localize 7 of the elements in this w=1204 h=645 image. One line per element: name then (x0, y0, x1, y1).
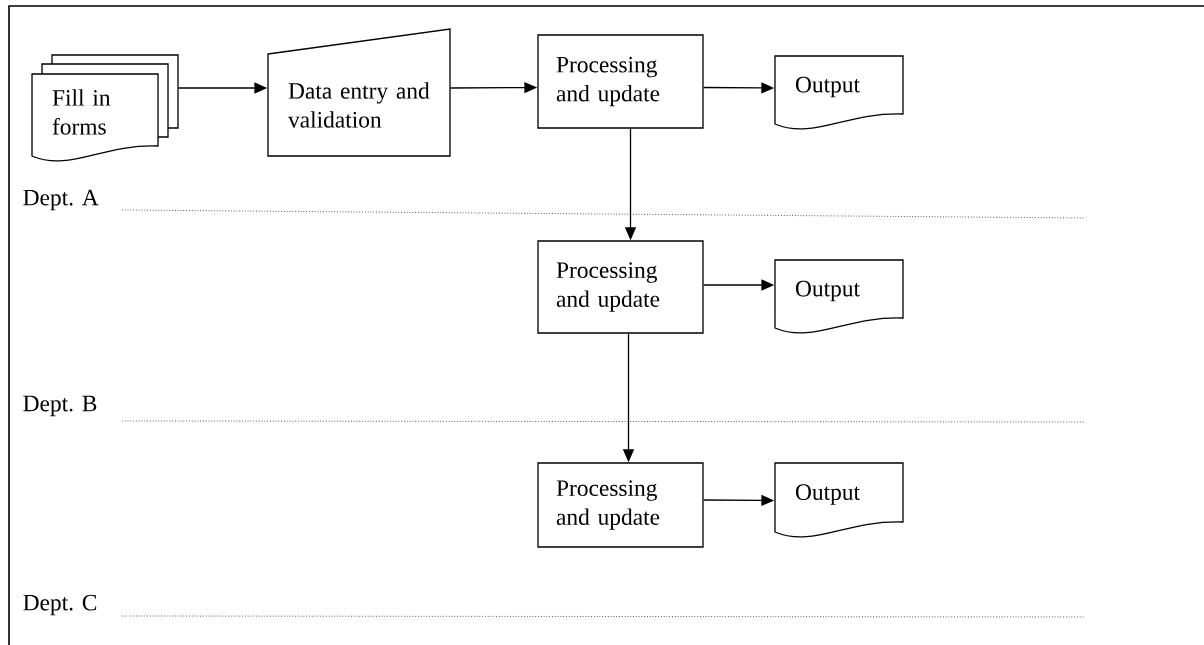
lane-label: Dept. B (23, 395, 97, 417)
document-stack: Fill in forms (31, 54, 179, 162)
process-box: Processing and update (537, 34, 704, 129)
process-box: Processing and update (537, 462, 704, 548)
lane-label: Dept. A (23, 189, 99, 211)
process-box: Processing and update (537, 240, 704, 334)
lane-label: Dept. C (23, 594, 97, 616)
